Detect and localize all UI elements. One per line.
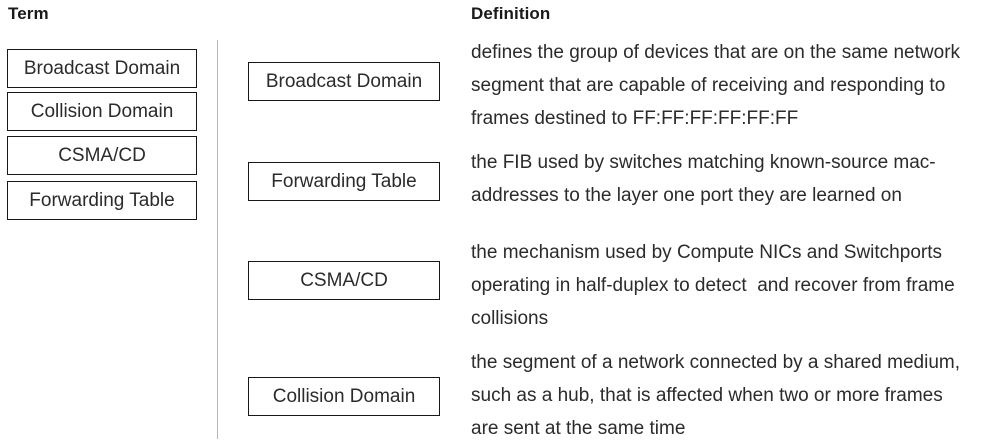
matched-term-row-1[interactable]: Forwarding Table [248, 162, 440, 201]
term-bank-item-csma-cd[interactable]: CSMA/CD [7, 136, 197, 175]
term-bank-item-forwarding-table[interactable]: Forwarding Table [7, 181, 197, 220]
matched-term-row-2[interactable]: CSMA/CD [248, 261, 440, 300]
definition-column-header: Definition [471, 4, 551, 23]
term-column-header: Term [8, 4, 49, 23]
definition-text-row-2: the mechanism used by Compute NICs and S… [471, 242, 960, 329]
term-bank-item-broadcast-domain[interactable]: Broadcast Domain [7, 49, 197, 88]
matched-term-row-3[interactable]: Collision Domain [248, 377, 440, 416]
definition-text-row-3: the segment of a network connected by a … [471, 352, 966, 439]
term-bank-item-collision-domain[interactable]: Collision Domain [7, 92, 197, 131]
column-divider [217, 40, 218, 439]
matched-term-row-0[interactable]: Broadcast Domain [248, 62, 440, 101]
definition-text-row-0: defines the group of devices that are on… [471, 42, 966, 129]
definition-text-row-1: the FIB used by switches matching known-… [471, 152, 936, 206]
